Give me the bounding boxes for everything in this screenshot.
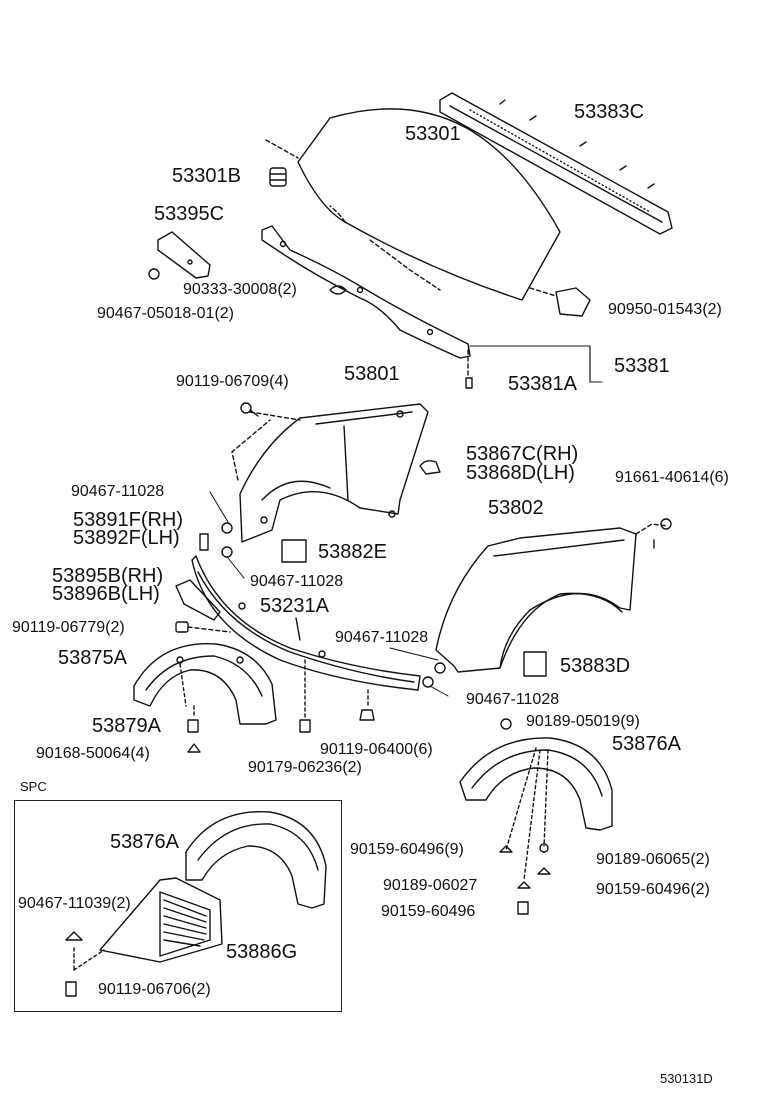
clips-group [199, 491, 449, 697]
label-liner-rh: 53876A [612, 733, 681, 755]
label-spc-bolt: 90119-06706(2) [98, 981, 211, 998]
fender-bolt [240, 402, 259, 417]
fender-nut [660, 518, 672, 530]
cover-d [523, 651, 547, 677]
label-clip-f: 90467-11028 [335, 629, 429, 646]
label-hood-bumper: 53301B [172, 165, 241, 187]
left-liner-fasteners [187, 659, 375, 753]
label-clip-c: 90950-01543(2) [608, 301, 722, 318]
label-seal-lh: 53892F(LH) [73, 527, 180, 549]
label-hood-support-clip: 53381A [508, 373, 577, 395]
label-spc-liner: 53876A [110, 831, 179, 853]
label-bolt-c: 90119-06400(6) [320, 741, 433, 758]
spc-frame [14, 800, 342, 1012]
label-clip-i: 90189-05019(9) [526, 713, 640, 730]
hood-clip [529, 287, 591, 317]
side-moulding [175, 579, 221, 621]
label-clip-j: 90159-60496(9) [350, 841, 464, 858]
label-clip-e: 90467-11028 [250, 573, 344, 590]
spc-shield [99, 877, 223, 963]
label-protector-rh: 53867C(RH) [466, 443, 579, 465]
label-screw-a: 90168-50064(4) [36, 745, 150, 762]
label-cowl-seal: 53383C [574, 101, 645, 123]
label-hood-panel: 53301 [405, 123, 461, 145]
right-wheel-liner [459, 737, 613, 881]
label-clip-m: 90159-60496(2) [596, 881, 710, 898]
right-fender [435, 523, 669, 673]
label-cover-d: 53883D [560, 655, 631, 677]
label-hinge-plate: 53395C [154, 203, 225, 225]
label-clip-l: 90189-06027 [383, 877, 478, 894]
hood-bumper [265, 139, 299, 187]
cowl-seal-strip [439, 92, 673, 235]
label-clip-k: 90189-06065(2) [596, 851, 710, 868]
label-fender-lh: 53801 [344, 363, 400, 385]
label-spc-shield: 53886G [226, 941, 298, 963]
label-clip-g: 90467-11028 [466, 691, 560, 708]
label-protector-lh: 53868D(LH) [466, 462, 575, 484]
right-liner-fasteners [499, 718, 551, 915]
label-spc-clip: 90467-11039(2) [18, 895, 131, 912]
label-fender-rh: 53802 [488, 497, 544, 519]
figure-id: 530131D [660, 1071, 713, 1086]
label-clip-n: 90159-60496 [381, 903, 476, 920]
label-moulding-rh: 53895B(RH) [52, 565, 164, 587]
left-fender [231, 403, 429, 543]
fender-protector [419, 459, 441, 475]
label-cover-e: 53882E [318, 541, 387, 563]
label-hood-support: 53381 [614, 355, 670, 377]
spc-fasteners [65, 931, 105, 997]
cover-e [281, 539, 307, 563]
label-clip-h: 90179-06236(2) [248, 759, 362, 776]
label-retainer-a: 53879A [92, 715, 161, 737]
hood-hinge-plate [148, 231, 211, 280]
label-spc-title: SPC [20, 779, 47, 794]
left-wheel-liner [133, 642, 277, 725]
label-bolt-a: 90119-06709(4) [176, 373, 289, 390]
label-clip-b: 90467-05018-01(2) [97, 305, 234, 322]
hood-support [261, 225, 473, 389]
front-spoiler [191, 555, 421, 691]
spoiler-bolt [175, 621, 231, 633]
label-seal-rh: 53891F(RH) [73, 509, 184, 531]
label-nut-a: 91661-40614(6) [615, 469, 729, 486]
label-moulding-lh: 53896B(LH) [52, 583, 160, 605]
spc-liner [185, 810, 327, 909]
label-clip-d: 90467-11028 [71, 483, 165, 500]
label-clip-a: 90333-30008(2) [183, 281, 297, 298]
hood-panel [297, 108, 561, 301]
label-bolt-b: 90119-06779(2) [12, 619, 125, 636]
label-spoiler: 53231A [260, 595, 329, 617]
label-liner-lh: 53875A [58, 647, 127, 669]
